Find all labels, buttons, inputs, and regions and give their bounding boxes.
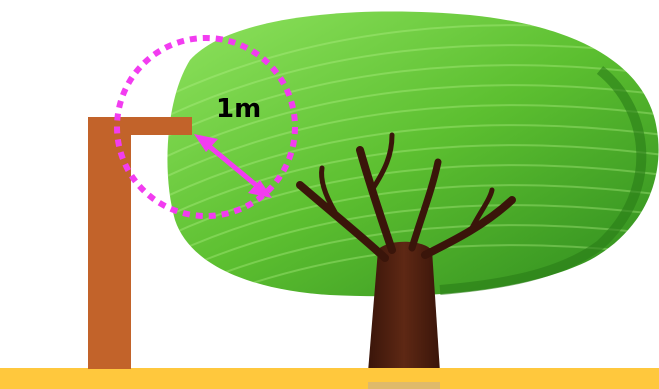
trunk-base	[368, 382, 440, 389]
ground-strip	[0, 368, 659, 389]
distance-label: 1m	[216, 94, 261, 124]
trunk-shape	[368, 242, 440, 372]
post-arm	[88, 117, 192, 135]
